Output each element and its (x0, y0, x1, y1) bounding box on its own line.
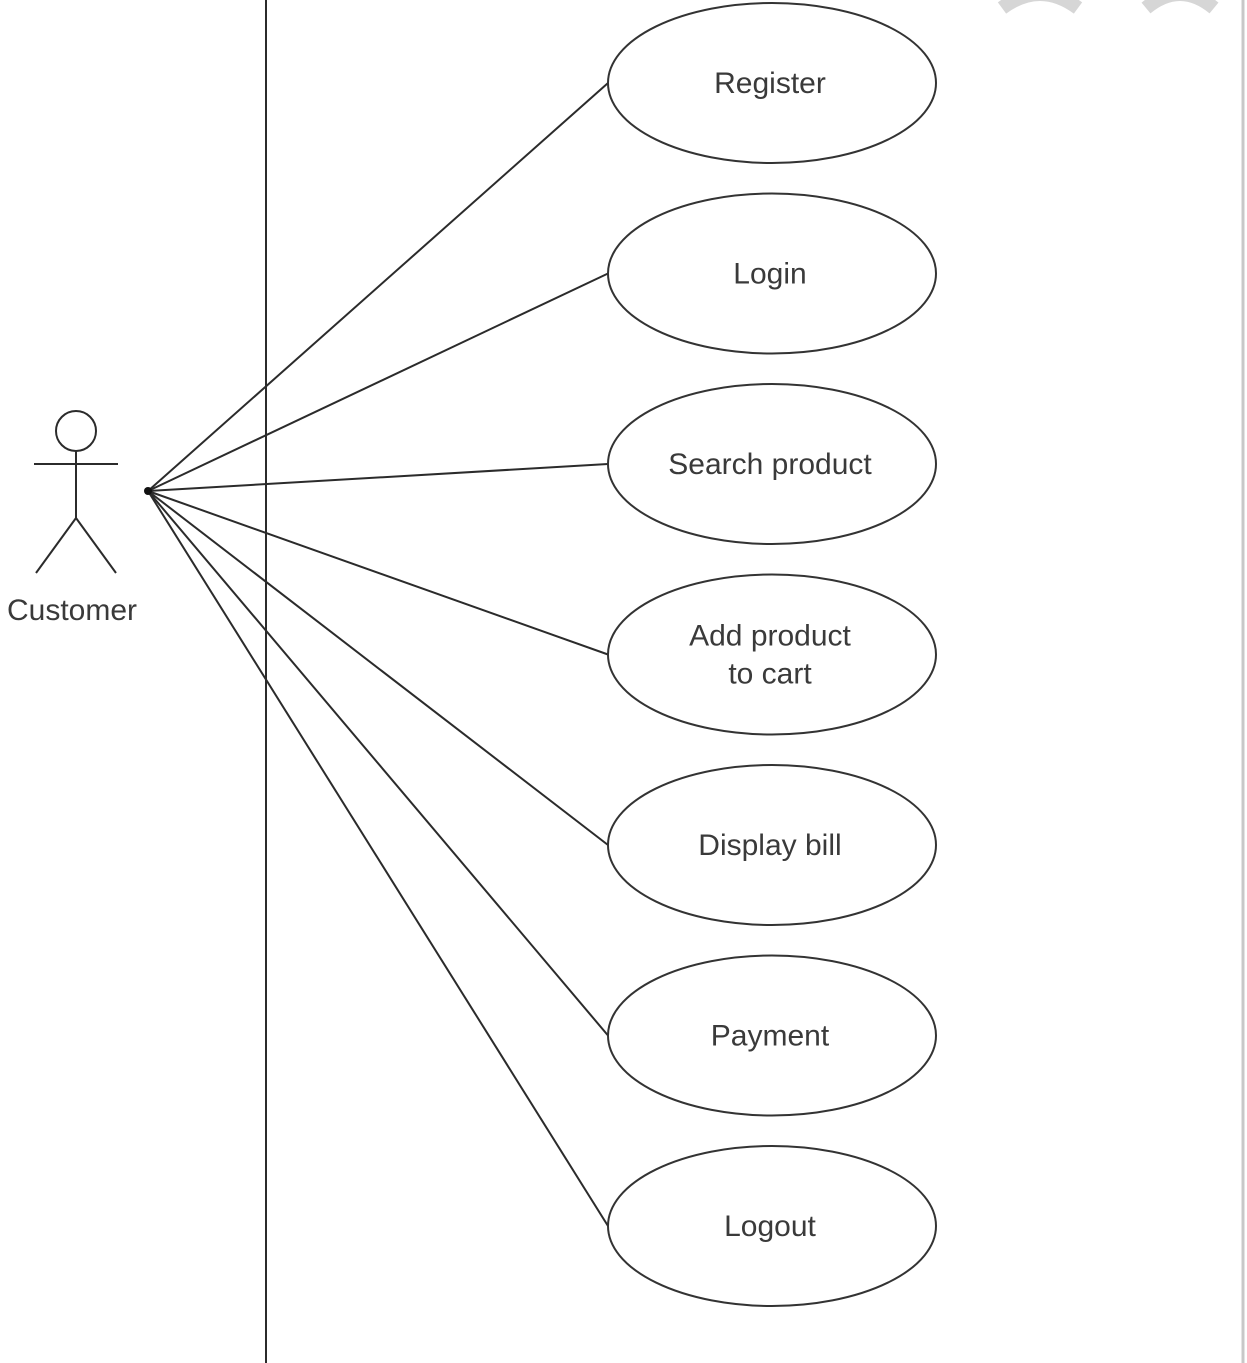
use-case-label: Add product (689, 620, 851, 653)
use-case-register[interactable]: Register (607, 2, 937, 164)
use-case-ellipse (607, 764, 937, 926)
use-case-ellipse (607, 1145, 937, 1307)
use-case-label: to cart (728, 658, 812, 691)
use-case-label: Login (733, 258, 806, 291)
association-line-search-product (147, 463, 609, 492)
use-case-search-product[interactable]: Search product (607, 383, 937, 545)
corner-decoration-right (1141, 0, 1219, 14)
use-case-ellipse (607, 573, 937, 736)
actor-head-icon (55, 410, 97, 452)
association-line-login (147, 272, 609, 492)
association-lines (147, 82, 609, 1227)
use-case-login[interactable]: Login (607, 192, 937, 355)
use-case-ellipse (607, 383, 937, 545)
association-line-add-product-to-cart (147, 490, 609, 656)
use-case-logout[interactable]: Logout (607, 1145, 937, 1307)
association-line-register (147, 82, 609, 492)
association-line-logout (147, 490, 609, 1227)
use-case-label: Search product (668, 448, 872, 481)
corner-decoration-left (997, 0, 1083, 14)
actor-left-leg (35, 517, 77, 574)
use-case-label: Register (714, 67, 826, 100)
use-case-label: Display bill (698, 829, 841, 862)
actor-customer[interactable]: Customer (7, 410, 137, 627)
actor-connection-point (144, 487, 152, 495)
use-case-label: Logout (724, 1210, 816, 1243)
use-case-label: Payment (711, 1020, 830, 1053)
association-line-display-bill (147, 490, 609, 846)
association-line-payment (147, 490, 609, 1037)
actor-right-leg (75, 517, 117, 574)
use-case-ellipse (607, 2, 937, 164)
use-case-ellipse (607, 192, 937, 355)
actor-label: Customer (7, 594, 137, 627)
use-case-display-bill[interactable]: Display bill (607, 764, 937, 926)
use-case-add-product-to-cart[interactable]: Add product to cart (607, 573, 937, 736)
use-case-ellipse (607, 954, 937, 1117)
use-case-payment[interactable]: Payment (607, 954, 937, 1117)
